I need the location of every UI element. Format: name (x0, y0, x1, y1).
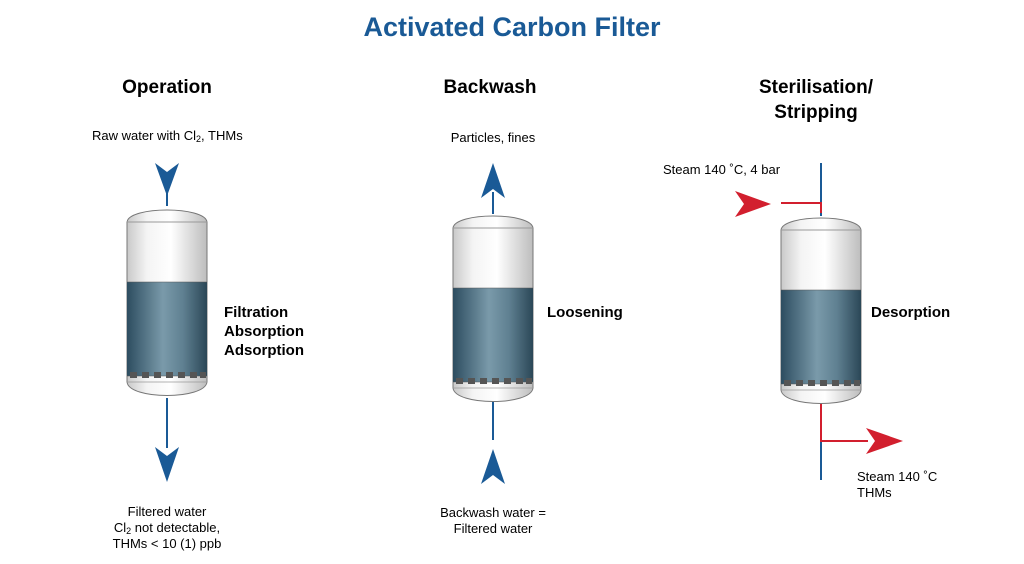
steam-outlet-label: Steam 140 ˚C THMs (857, 469, 997, 501)
operation-input-text: Raw water with Cl (92, 128, 197, 143)
steam-inlet-label: Steam 140 ˚C, 4 bar (663, 162, 781, 177)
operation-inlet-arrow (155, 163, 179, 196)
operation-output-line2: Cl2 not detectable, (77, 520, 257, 536)
sterilisation-process-label: Desorption (871, 304, 951, 321)
backwash-bottom-label: Backwash water = Filtered water (403, 505, 583, 537)
steam-outlet-line2: THMs (857, 485, 892, 500)
operation-vessel (126, 209, 208, 396)
backwash-bottom-arrow (481, 449, 505, 484)
steam-outlet-line1: Steam 140 ˚C (857, 469, 938, 484)
operation-output-line3: THMs < 10 (1) ppb (112, 536, 222, 551)
operation-process-adsorption: Adsorption (224, 342, 304, 359)
steam-inlet-arrow (735, 191, 771, 217)
sterilisation-heading-line2: Stripping (774, 102, 858, 123)
steam-outlet-arrow (866, 428, 903, 454)
operation-outlet-arrow (155, 447, 179, 482)
operation-output-cl: Cl (113, 520, 127, 535)
steam-outlet-pipe (820, 404, 868, 442)
backwash-top-label: Particles, fines (450, 130, 536, 145)
sterilisation-heading: Sterilisation/ Stripping (726, 75, 906, 125)
operation-input-subscript: 2 (196, 134, 202, 144)
operation-input-label: Raw water with Cl2, THMs (92, 128, 292, 144)
operation-process-absorption: Absorption (224, 323, 304, 340)
operation-input-suffix: , THMs (201, 128, 243, 143)
backwash-bottom-line2: Filtered water (453, 521, 533, 536)
operation-output-note: not detectable, (131, 520, 221, 535)
operation-output-line1: Filtered water (127, 504, 207, 519)
sterilisation-vessel (780, 217, 862, 404)
operation-process-list: Filtration Absorption Adsorption (224, 303, 304, 360)
steam-inlet-pipe (781, 202, 822, 213)
operation-output-label: Filtered water Cl2 not detectable, THMs … (77, 504, 257, 552)
operation-heading: Operation (122, 77, 212, 98)
backwash-process-label: Loosening (547, 304, 623, 321)
backwash-bottom-line1: Backwash water = (440, 505, 546, 520)
page-title: Activated Carbon Filter (363, 12, 661, 42)
sterilisation-heading-line1: Sterilisation/ (758, 77, 874, 98)
backwash-top-arrow (481, 163, 505, 198)
operation-process-filtration: Filtration (224, 304, 289, 321)
backwash-heading: Backwash (443, 77, 537, 98)
operation-output-subscript: 2 (126, 526, 132, 536)
backwash-vessel (452, 215, 534, 402)
